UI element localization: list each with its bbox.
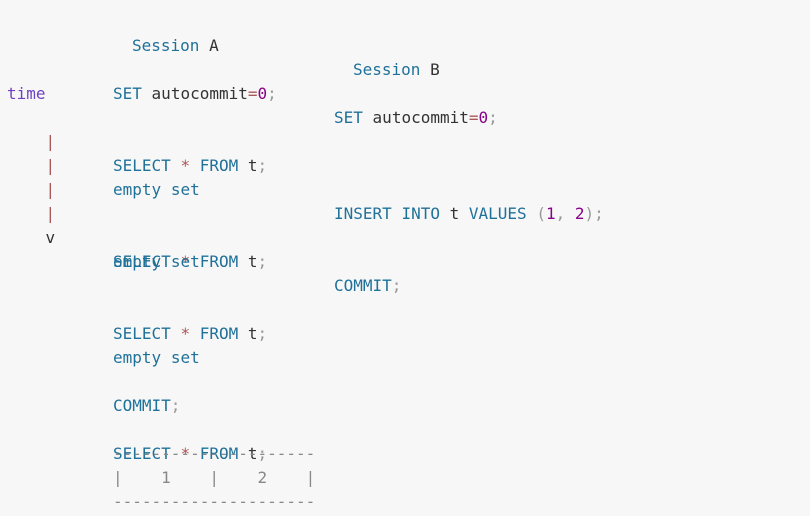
number-one: 1 — [545, 204, 556, 223]
set-word: set — [170, 348, 200, 367]
values-keyword: VALUES — [468, 204, 527, 223]
commit-keyword: COMMIT — [334, 276, 392, 295]
set-word: set — [170, 180, 200, 199]
select-line-2: v SELECT * FROM t; — [7, 202, 268, 271]
time-bar-line: | — [7, 178, 56, 223]
session-b-commit: COMMIT; — [334, 274, 401, 298]
time-bar: | — [45, 204, 56, 223]
semicolon: ; — [267, 84, 277, 103]
session-a-word: Session — [132, 36, 200, 55]
table-name: t — [449, 204, 460, 223]
equals-operator: = — [468, 108, 479, 127]
result-row: | 1 | 2 | — [113, 468, 316, 487]
time-bar: | — [45, 156, 56, 175]
set-autocommit-line: SET autocommit=0; SET autocommit=0; — [7, 58, 498, 127]
session-a-select-2: SELECT * FROM t; — [113, 250, 267, 274]
empty-word: empty — [113, 180, 162, 199]
session-a-set-autocommit: SET autocommit=0; — [113, 82, 277, 106]
session-a-select-4: SELECT * FROM t; — [113, 442, 267, 466]
session-a-commit-line: COMMIT; — [7, 370, 180, 415]
empty-set-line-1: | empty set — [7, 130, 200, 199]
empty-word: empty — [113, 252, 162, 271]
from-keyword: FROM — [199, 324, 239, 343]
set-keyword: SET — [334, 108, 363, 127]
star-operator: * — [180, 156, 191, 175]
number-two: 2 — [574, 204, 585, 223]
select-keyword: SELECT — [113, 444, 171, 463]
semicolon: ; — [488, 108, 498, 127]
equals-operator: = — [247, 84, 258, 103]
time-arrow: v — [45, 228, 56, 247]
select-line-4: SELECT * FROM t; — [7, 418, 267, 463]
select-line-1: | SELECT * FROM t; — [7, 106, 268, 175]
session-b-letter: B — [430, 60, 440, 79]
session-b-commit-line: COMMIT; — [7, 250, 401, 295]
header-line: Session A Session B — [7, 10, 440, 79]
table-name: t — [247, 252, 258, 271]
close-paren: ) — [584, 204, 595, 223]
insert-line: | INSERT INTO t VALUES (1, 2); — [7, 154, 604, 223]
session-a-select-3: SELECT * FROM t; — [113, 322, 267, 346]
session-a-empty-set-1: empty set — [113, 178, 200, 202]
select-keyword: SELECT — [113, 252, 171, 271]
result-border-bottom: --------------------- — [113, 492, 316, 511]
session-b-insert: INSERT INTO t VALUES (1, 2); — [334, 202, 604, 226]
session-b-word: Session — [353, 60, 421, 79]
into-keyword: INTO — [401, 204, 440, 223]
table-name: t — [247, 444, 258, 463]
select-keyword: SELECT — [113, 156, 171, 175]
from-keyword: FROM — [199, 444, 239, 463]
session-a-header: Session A — [132, 34, 219, 58]
zero-number: 0 — [257, 84, 268, 103]
commit-keyword: COMMIT — [113, 396, 171, 415]
time-bar: | — [45, 180, 56, 199]
time-bar: | — [45, 132, 56, 151]
session-a-select-1: SELECT * FROM t; — [113, 154, 267, 178]
result-border-top: --------------------- — [113, 444, 316, 463]
session-b-set-autocommit: SET autocommit=0; — [334, 106, 498, 130]
semicolon: ; — [257, 324, 268, 343]
set-word: set — [170, 252, 200, 271]
semicolon: ; — [257, 444, 268, 463]
from-keyword: FROM — [199, 252, 239, 271]
empty-set-line-2: empty set — [7, 226, 200, 271]
star-operator: * — [180, 324, 191, 343]
semicolon: ; — [594, 204, 604, 223]
autocommit-identifier: autocommit — [151, 84, 248, 103]
table-name: t — [247, 324, 258, 343]
zero-number: 0 — [478, 108, 489, 127]
session-a-commit: COMMIT; — [113, 394, 180, 418]
set-keyword: SET — [113, 84, 142, 103]
session-a-empty-set-2: empty set — [113, 250, 200, 274]
semicolon: ; — [257, 156, 268, 175]
select-line-3: SELECT * FROM t; — [7, 298, 267, 343]
empty-word: empty — [113, 348, 162, 367]
autocommit-identifier: autocommit — [372, 108, 469, 127]
insert-keyword: INSERT — [334, 204, 392, 223]
semicolon: ; — [170, 396, 181, 415]
comma: , — [555, 204, 566, 223]
table-name: t — [247, 156, 258, 175]
session-a-letter: A — [209, 36, 219, 55]
open-paren: ( — [536, 204, 546, 223]
empty-set-line-3: empty set — [7, 322, 200, 367]
semicolon: ; — [257, 252, 268, 271]
session-b-header: Session B — [353, 58, 440, 82]
semicolon: ; — [391, 276, 402, 295]
star-operator: * — [180, 252, 191, 271]
from-keyword: FROM — [199, 156, 239, 175]
time-label: time — [7, 84, 46, 103]
session-a-empty-set-3: empty set — [113, 346, 200, 370]
star-operator: * — [180, 444, 191, 463]
select-keyword: SELECT — [113, 324, 171, 343]
